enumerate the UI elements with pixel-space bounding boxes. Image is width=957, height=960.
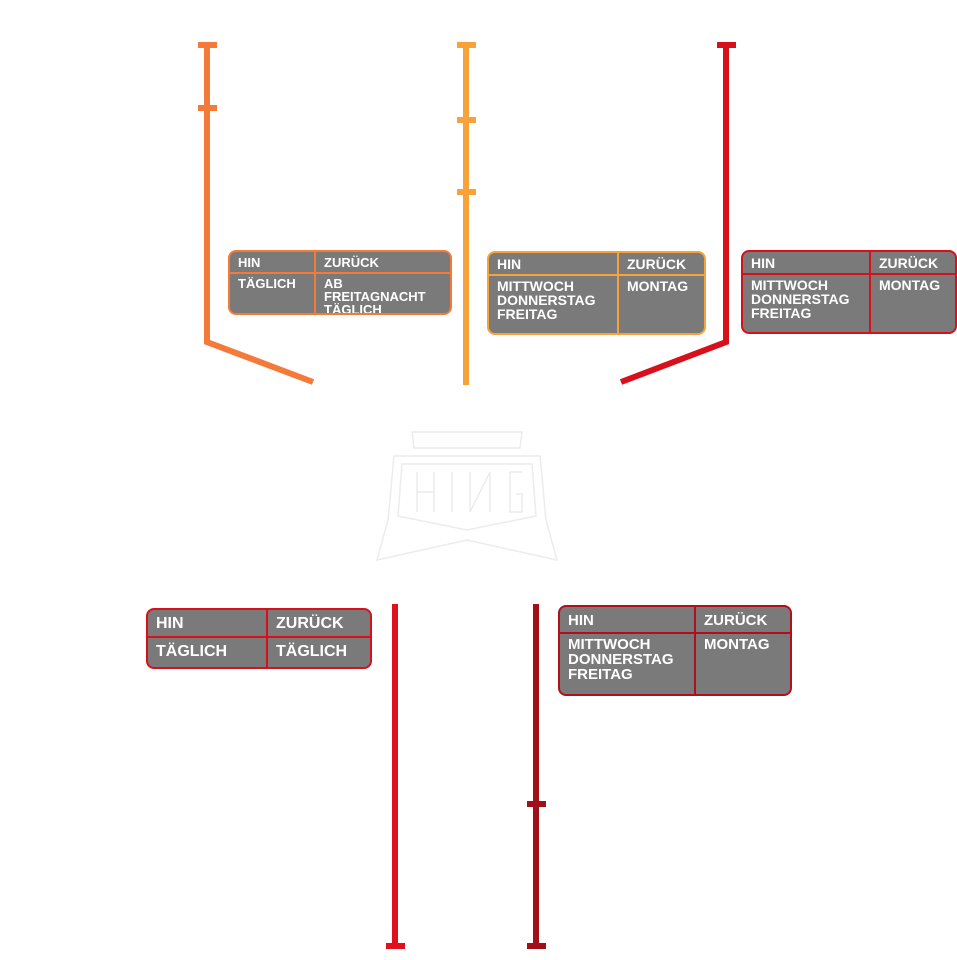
cell-zurueck-days: AB FREITAGNACHT TÄGLICH: [324, 276, 426, 315]
header-hin: HIN: [148, 610, 268, 638]
cell-hin-days: MITTWOCH DONNERSTAG FREITAG: [743, 274, 871, 332]
route-red-line: [619, 44, 729, 385]
schedule-box-red: HIN ZURÜCK MITTWOCH DONNERSTAG FREITAG M…: [741, 250, 957, 334]
route-bright-red: [386, 604, 405, 949]
cell-hin-days: MITTWOCH DONNERSTAG FREITAG: [489, 275, 619, 333]
header-hin: HIN: [560, 607, 696, 634]
header-zurueck: ZURÜCK: [267, 610, 370, 638]
header-hin: HIN: [743, 252, 871, 275]
schedule-box-orange: HIN ZURÜCK TÄGLICH AB FREITAGNACHT TÄGLI…: [228, 250, 452, 315]
schedule-table: HIN ZURÜCK MITTWOCH DONNERSTAG FREITAG M…: [743, 252, 955, 332]
cell-zurueck-days: TÄGLICH: [276, 643, 348, 660]
header-zurueck: ZURÜCK: [695, 607, 790, 634]
schedule-table: HIN ZURÜCK TÄGLICH AB FREITAGNACHT TÄGLI…: [230, 252, 450, 315]
header-zurueck: ZURÜCK: [315, 252, 450, 274]
cell-hin-days: TÄGLICH: [148, 637, 268, 667]
header-zurueck: ZURÜCK: [618, 253, 704, 276]
cell-zurueck-days: MONTAG: [627, 278, 689, 294]
schedule-table: HIN ZURÜCK TÄGLICH TÄGLICH: [148, 610, 370, 667]
route-light-orange: [457, 42, 476, 385]
schedule-box-light-orange: HIN ZURÜCK MITTWOCH DONNERSTAG FREITAG M…: [487, 251, 706, 335]
logo-inner-shape: [397, 463, 537, 531]
logo-letter-strokes: [416, 471, 523, 513]
header-zurueck: ZURÜCK: [870, 252, 955, 275]
cell-zurueck-days: MONTAG: [879, 277, 941, 293]
route-red: [619, 42, 736, 385]
logo-top-banner: [411, 431, 523, 449]
schedule-box-dark-red: HIN ZURÜCK MITTWOCH DONNERSTAG FREITAG M…: [558, 605, 792, 696]
center-logo: [375, 431, 559, 562]
schedule-box-bright-red: HIN ZURÜCK TÄGLICH TÄGLICH: [146, 608, 372, 669]
cell-hin-days: TÄGLICH: [230, 273, 316, 313]
header-hin: HIN: [489, 253, 619, 276]
logo-outline: [375, 455, 559, 562]
header-hin: HIN: [230, 252, 316, 274]
route-orange-line: [204, 44, 315, 385]
cell-zurueck-days: MONTAG: [704, 636, 770, 653]
route-orange: [198, 42, 315, 385]
schedule-table: HIN ZURÜCK MITTWOCH DONNERSTAG FREITAG M…: [489, 253, 704, 333]
cell-hin-days: MITTWOCH DONNERSTAG FREITAG: [560, 633, 696, 694]
schedule-table: HIN ZURÜCK MITTWOCH DONNERSTAG FREITAG M…: [560, 607, 790, 694]
route-dark-red: [527, 604, 546, 949]
